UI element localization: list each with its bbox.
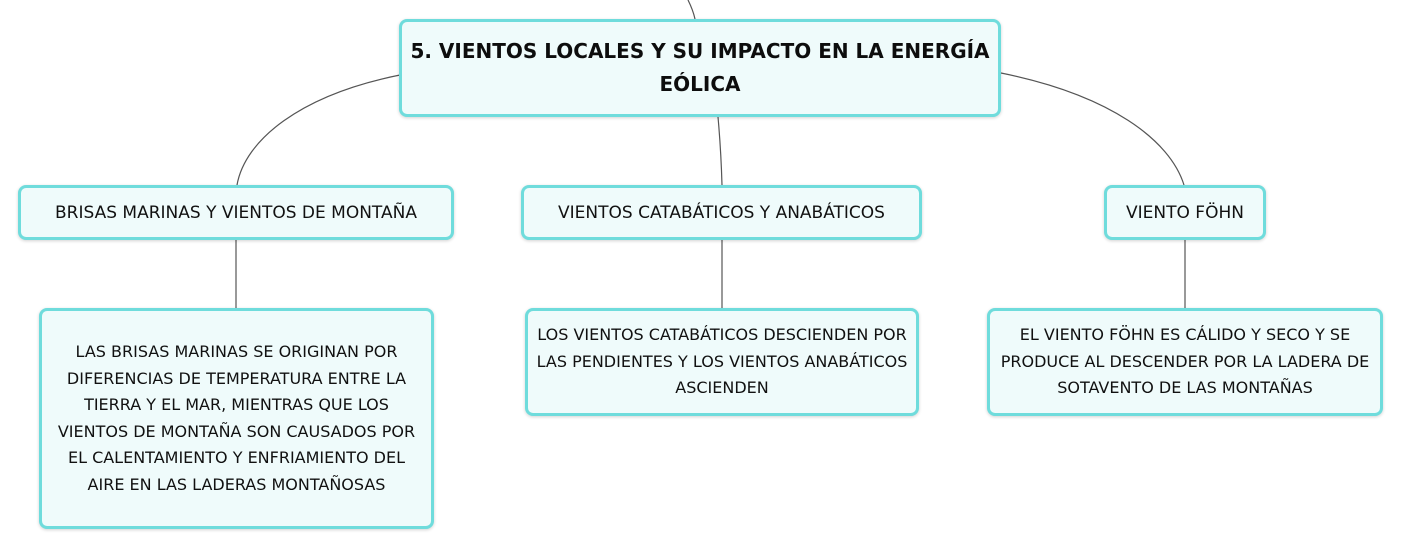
- detail-text: LAS BRISAS MARINAS SE ORIGINAN POR DIFER…: [57, 342, 416, 494]
- branch-node-brisas-marinas[interactable]: BRISAS MARINAS Y VIENTOS DE MONTAÑA: [18, 185, 454, 240]
- branch-label: VIENTO FÖHN: [1126, 202, 1244, 223]
- connector-root-to-branch-3: [1000, 72, 1185, 186]
- root-topic-title: 5. VIENTOS LOCALES Y SU IMPACTO EN LA EN…: [410, 39, 990, 96]
- branch-node-vientos-catabaticos[interactable]: VIENTOS CATABÁTICOS Y ANABÁTICOS: [521, 185, 922, 240]
- branch-label: BRISAS MARINAS Y VIENTOS DE MONTAÑA: [55, 202, 417, 223]
- detail-node-vientos-catabaticos[interactable]: LOS VIENTOS CATABÁTICOS DESCIENDEN POR L…: [525, 308, 919, 416]
- detail-text: EL VIENTO FÖHN ES CÁLIDO Y SECO Y SE PRO…: [1000, 325, 1370, 398]
- branch-node-viento-fohn[interactable]: VIENTO FÖHN: [1104, 185, 1266, 240]
- connector-from-parent: [687, 0, 696, 20]
- root-topic-node[interactable]: 5. VIENTOS LOCALES Y SU IMPACTO EN LA EN…: [399, 19, 1001, 117]
- detail-node-viento-fohn[interactable]: EL VIENTO FÖHN ES CÁLIDO Y SECO Y SE PRO…: [987, 308, 1383, 416]
- detail-text: LOS VIENTOS CATABÁTICOS DESCIENDEN POR L…: [536, 325, 908, 398]
- detail-node-brisas-marinas[interactable]: LAS BRISAS MARINAS SE ORIGINAN POR DIFER…: [39, 308, 434, 529]
- connector-root-to-branch-1: [236, 74, 401, 186]
- branch-label: VIENTOS CATABÁTICOS Y ANABÁTICOS: [558, 202, 885, 223]
- connector-root-to-branch-2: [717, 116, 723, 186]
